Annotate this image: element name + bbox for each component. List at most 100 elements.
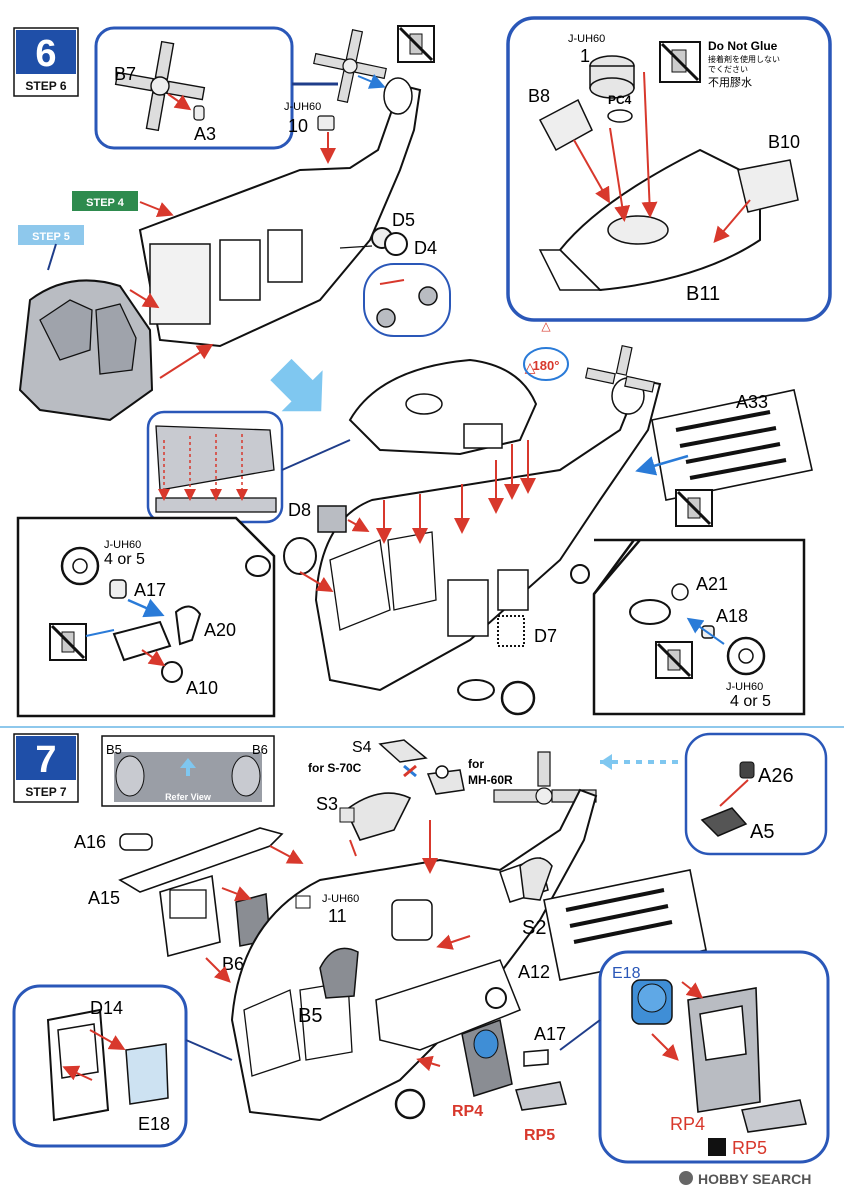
label-10: 10 <box>288 116 308 136</box>
svg-text:D4: D4 <box>414 238 437 258</box>
svg-text:△: △ <box>525 359 536 375</box>
svg-text:for: for <box>468 757 484 771</box>
svg-text:MH-60R: MH-60R <box>468 773 513 787</box>
svg-text:A26: A26 <box>758 765 794 787</box>
svg-text:A10: A10 <box>186 678 218 698</box>
step6-number: 6 <box>35 33 56 75</box>
svg-text:A17: A17 <box>134 580 166 600</box>
svg-text:4 or 5: 4 or 5 <box>104 551 145 568</box>
fuselage-step6 <box>138 77 422 348</box>
part-s3: S3 <box>316 792 412 841</box>
rotate-180-icon <box>523 347 569 381</box>
svg-text:J-UH60: J-UH60 <box>104 539 141 551</box>
antenna-inset-a26: A26 A5 <box>684 732 828 856</box>
svg-text:STEP 5: STEP 5 <box>32 231 70 243</box>
refer-view-inset: B5 B6 Refer View <box>101 735 275 807</box>
ref-step5: STEP 5 <box>18 225 84 245</box>
svg-text:RP4: RP4 <box>452 1103 483 1120</box>
window-inset-e18: E18 RP4 RP5 <box>598 950 830 1164</box>
parts-a16-a15: A16 A15 <box>74 827 284 908</box>
ref-step4: STEP 4 <box>72 191 138 211</box>
svg-text:B5: B5 <box>106 742 122 757</box>
part-s4: S4 for S-70C for MH-60R <box>308 739 513 795</box>
svg-text:7: 7 <box>35 739 56 781</box>
svg-text:D14: D14 <box>90 998 123 1018</box>
svg-text:D7: D7 <box>534 626 557 646</box>
svg-text:J-UH60: J-UH60 <box>568 33 605 45</box>
svg-text:E18: E18 <box>138 1114 170 1134</box>
svg-text:△: △ <box>541 319 551 333</box>
svg-text:Refer View: Refer View <box>165 792 212 802</box>
no-glue-icon-left <box>49 623 87 661</box>
wheels-d5-d4: D5 D4 <box>363 210 451 337</box>
svg-text:STEP 7: STEP 7 <box>25 785 66 799</box>
svg-text:D5: D5 <box>392 210 415 230</box>
label-a3: A3 <box>194 124 216 144</box>
svg-text:RP4: RP4 <box>670 1114 705 1134</box>
svg-text:E18: E18 <box>612 965 641 982</box>
svg-text:A21: A21 <box>696 574 728 594</box>
svg-text:B10: B10 <box>768 132 800 152</box>
svg-text:D8: D8 <box>288 500 311 520</box>
no-glue-icon-mid <box>675 489 713 527</box>
svg-text:A15: A15 <box>88 888 120 908</box>
label-b7: B7 <box>114 64 136 84</box>
step6-header: 6 STEP 6 <box>13 27 79 97</box>
svg-text:11: 11 <box>328 906 347 926</box>
decal-panel-a33: A33 <box>651 389 813 501</box>
svg-text:RP5: RP5 <box>732 1138 767 1158</box>
svg-text:B8: B8 <box>528 86 550 106</box>
part-d8 <box>317 505 347 533</box>
svg-text:B6: B6 <box>252 742 268 757</box>
no-glue-icon-right <box>655 641 693 679</box>
svg-text:接着剤を使用しない: 接着剤を使用しない <box>708 54 780 64</box>
fuselage-step7 <box>230 788 598 1122</box>
svg-text:B5: B5 <box>298 1005 322 1027</box>
svg-text:A12: A12 <box>518 962 550 982</box>
svg-text:B11: B11 <box>686 283 720 305</box>
svg-text:PC4: PC4 <box>608 93 632 107</box>
svg-text:A18: A18 <box>716 606 748 626</box>
svg-text:Do Not Glue: Do Not Glue <box>708 39 778 53</box>
assembly-flow-arrow <box>270 358 323 412</box>
svg-text:S4: S4 <box>352 739 372 756</box>
gear-parts-mid <box>245 537 334 593</box>
landing-gear-inset-right: A21 A18 J-UH60 4 or 5 <box>592 538 806 716</box>
svg-text:4 or 5: 4 or 5 <box>730 693 771 710</box>
svg-text:A33: A33 <box>736 392 768 412</box>
roof-glue-arrows <box>376 440 536 544</box>
svg-text:A17: A17 <box>534 1024 566 1044</box>
label-juh60-a: J-UH60 <box>284 101 321 113</box>
svg-text:でください: でください <box>708 65 748 74</box>
detail-inset-rail <box>146 410 284 524</box>
no-glue-icon <box>397 25 435 63</box>
svg-text:J-UH60: J-UH60 <box>726 681 763 693</box>
svg-text:180°: 180° <box>533 358 560 373</box>
svg-text:HOBBY SEARCH: HOBBY SEARCH <box>698 1171 811 1187</box>
do-not-glue-note: Do Not Glue 接着剤を使用しない でください 不用膠水 <box>659 39 780 89</box>
svg-text:A16: A16 <box>74 832 106 852</box>
svg-text:for S-70C: for S-70C <box>308 761 362 775</box>
svg-text:J-UH60: J-UH60 <box>322 893 359 905</box>
rotor-head-b7 <box>114 40 206 132</box>
watermark: HOBBY SEARCH <box>679 1171 811 1187</box>
interior-inset-b11: J-UH60 1 PC4 B8 B10 B11 Do Not Glue 接着剤を… <box>506 16 832 322</box>
part-s2: S2 <box>519 857 553 939</box>
svg-text:A5: A5 <box>750 821 774 843</box>
step7-header: 7 STEP 7 <box>13 733 79 803</box>
rotor-head-top <box>313 29 387 103</box>
svg-text:RP5: RP5 <box>524 1127 555 1144</box>
svg-text:S3: S3 <box>316 794 338 814</box>
step6-badge: STEP 6 <box>25 79 66 93</box>
svg-text:A20: A20 <box>204 620 236 640</box>
window-inset-d14: D14 E18 <box>12 984 188 1148</box>
parts-rp4-rp5-center: A17 RP4 RP5 <box>452 1018 567 1144</box>
svg-text:不用膠水: 不用膠水 <box>708 76 752 89</box>
svg-text:S2: S2 <box>522 917 546 939</box>
rotor-head-mid <box>584 344 656 393</box>
rotor-inset-b7: B7 A3 <box>94 26 338 150</box>
landing-gear-inset-left: J-UH60 4 or 5 A17 A20 A10 <box>16 516 276 718</box>
cabin-roof-cover <box>348 358 538 456</box>
